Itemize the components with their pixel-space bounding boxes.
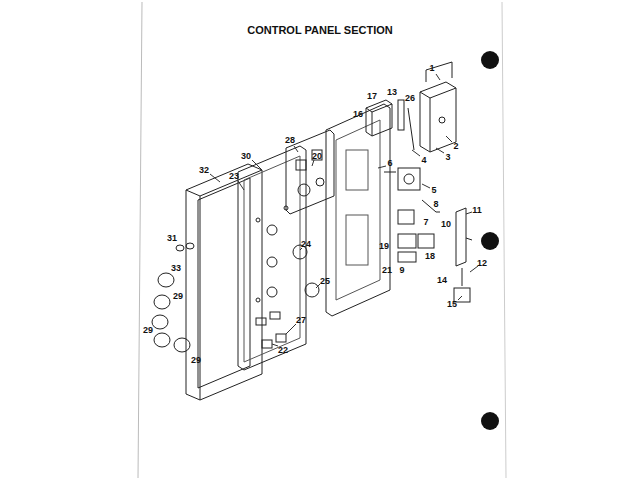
callout-number: 32 xyxy=(198,166,210,175)
callout-number: 1 xyxy=(428,64,435,73)
callout-number: 29 xyxy=(172,292,184,301)
callout-number: 15 xyxy=(446,300,458,309)
punch-hole xyxy=(481,232,499,250)
button xyxy=(262,340,272,348)
callout-number: 5 xyxy=(430,186,437,195)
callout-number: 6 xyxy=(386,159,393,168)
callout-number: 17 xyxy=(366,92,378,101)
callout-number: 11 xyxy=(471,206,483,215)
callout-number: 9 xyxy=(398,266,405,275)
callout-number: 14 xyxy=(436,276,448,285)
callout-number: 33 xyxy=(170,264,182,273)
callout-number: 25 xyxy=(319,277,331,286)
callout-number: 2 xyxy=(452,142,459,151)
callout-number: 7 xyxy=(422,218,429,227)
callout-number: 30 xyxy=(240,152,252,161)
callout-number: 13 xyxy=(386,88,398,97)
bracket xyxy=(408,108,414,150)
callout-number: 21 xyxy=(381,266,393,275)
callout-number: 3 xyxy=(444,153,451,162)
callout-number: 29 xyxy=(190,356,202,365)
callout-number: 18 xyxy=(424,252,436,261)
mounting-bracket xyxy=(326,104,390,316)
callout-number: 23 xyxy=(228,172,240,181)
button xyxy=(276,334,286,342)
callout-number: 12 xyxy=(476,259,488,268)
sheet-edge xyxy=(502,2,506,478)
callout-number: 26 xyxy=(404,94,416,103)
relay xyxy=(366,100,392,136)
control-panel xyxy=(238,146,306,370)
callout-number: 22 xyxy=(277,346,289,355)
callout-number: 8 xyxy=(432,200,439,209)
callout-number: 27 xyxy=(295,316,307,325)
callout-number: 19 xyxy=(378,242,390,251)
diagram-title: CONTROL PANEL SECTION xyxy=(247,24,392,36)
front-frame xyxy=(186,164,262,400)
door-switch-bracket xyxy=(454,208,472,302)
sheet-edge xyxy=(138,2,142,478)
bracket xyxy=(398,100,404,130)
callout-number: 29 xyxy=(142,326,154,335)
transformer xyxy=(420,62,456,152)
callout-number: 20 xyxy=(311,152,323,161)
screw xyxy=(186,243,194,249)
knob xyxy=(152,273,190,352)
callout-number: 28 xyxy=(284,136,296,145)
callout-number: 16 xyxy=(352,110,364,119)
punch-hole xyxy=(481,412,499,430)
callout-number: 31 xyxy=(166,234,178,243)
screw xyxy=(176,245,184,251)
callout-number: 24 xyxy=(300,240,312,249)
switch-block xyxy=(384,168,420,190)
punch-hole xyxy=(481,51,499,69)
leader-line xyxy=(210,74,478,346)
callout-number: 10 xyxy=(440,220,452,229)
switch-block xyxy=(398,200,440,262)
switch xyxy=(305,283,319,297)
callout-number: 4 xyxy=(420,156,427,165)
